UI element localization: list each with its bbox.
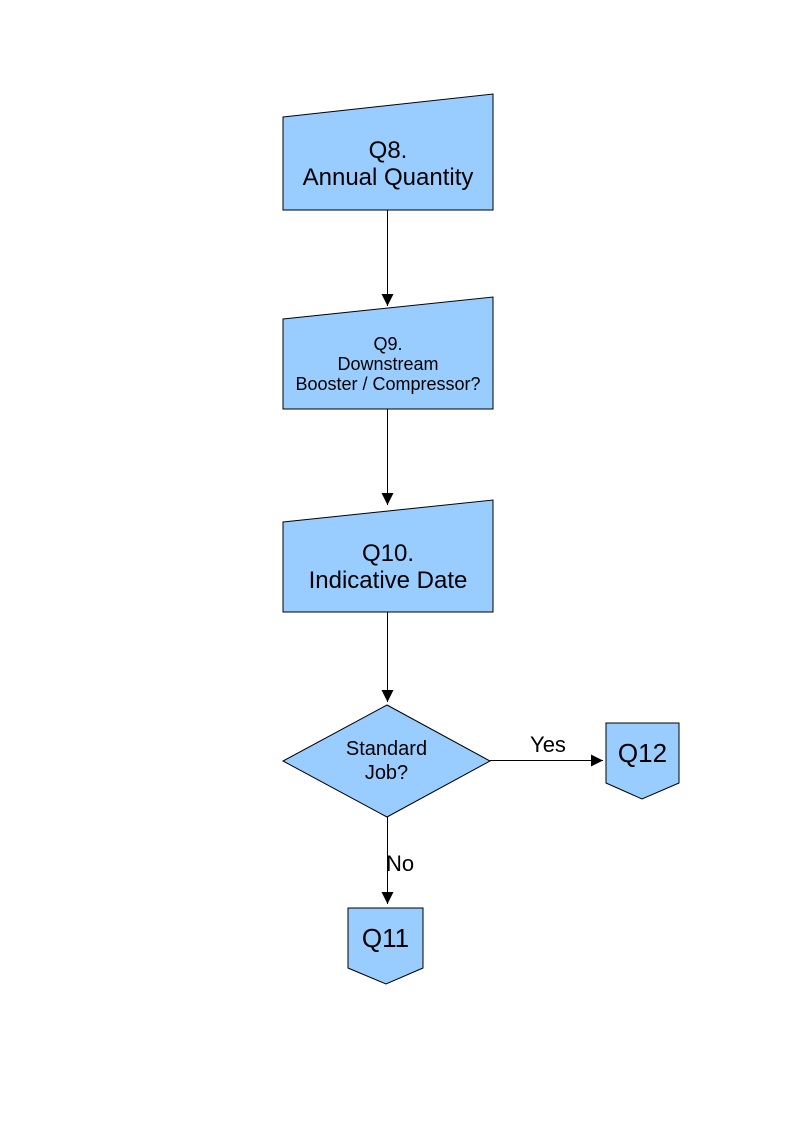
node-q9-shape: [282, 296, 494, 410]
node-decision-shape: [281, 704, 492, 818]
node-q12-shape: [605, 722, 680, 800]
node-q11-shape: [347, 907, 424, 985]
node-q10-shape: [282, 499, 494, 613]
edge-label-no: No: [385, 851, 415, 876]
node-q8-shape: [282, 93, 494, 211]
edge-label-yes: Yes: [530, 732, 566, 757]
